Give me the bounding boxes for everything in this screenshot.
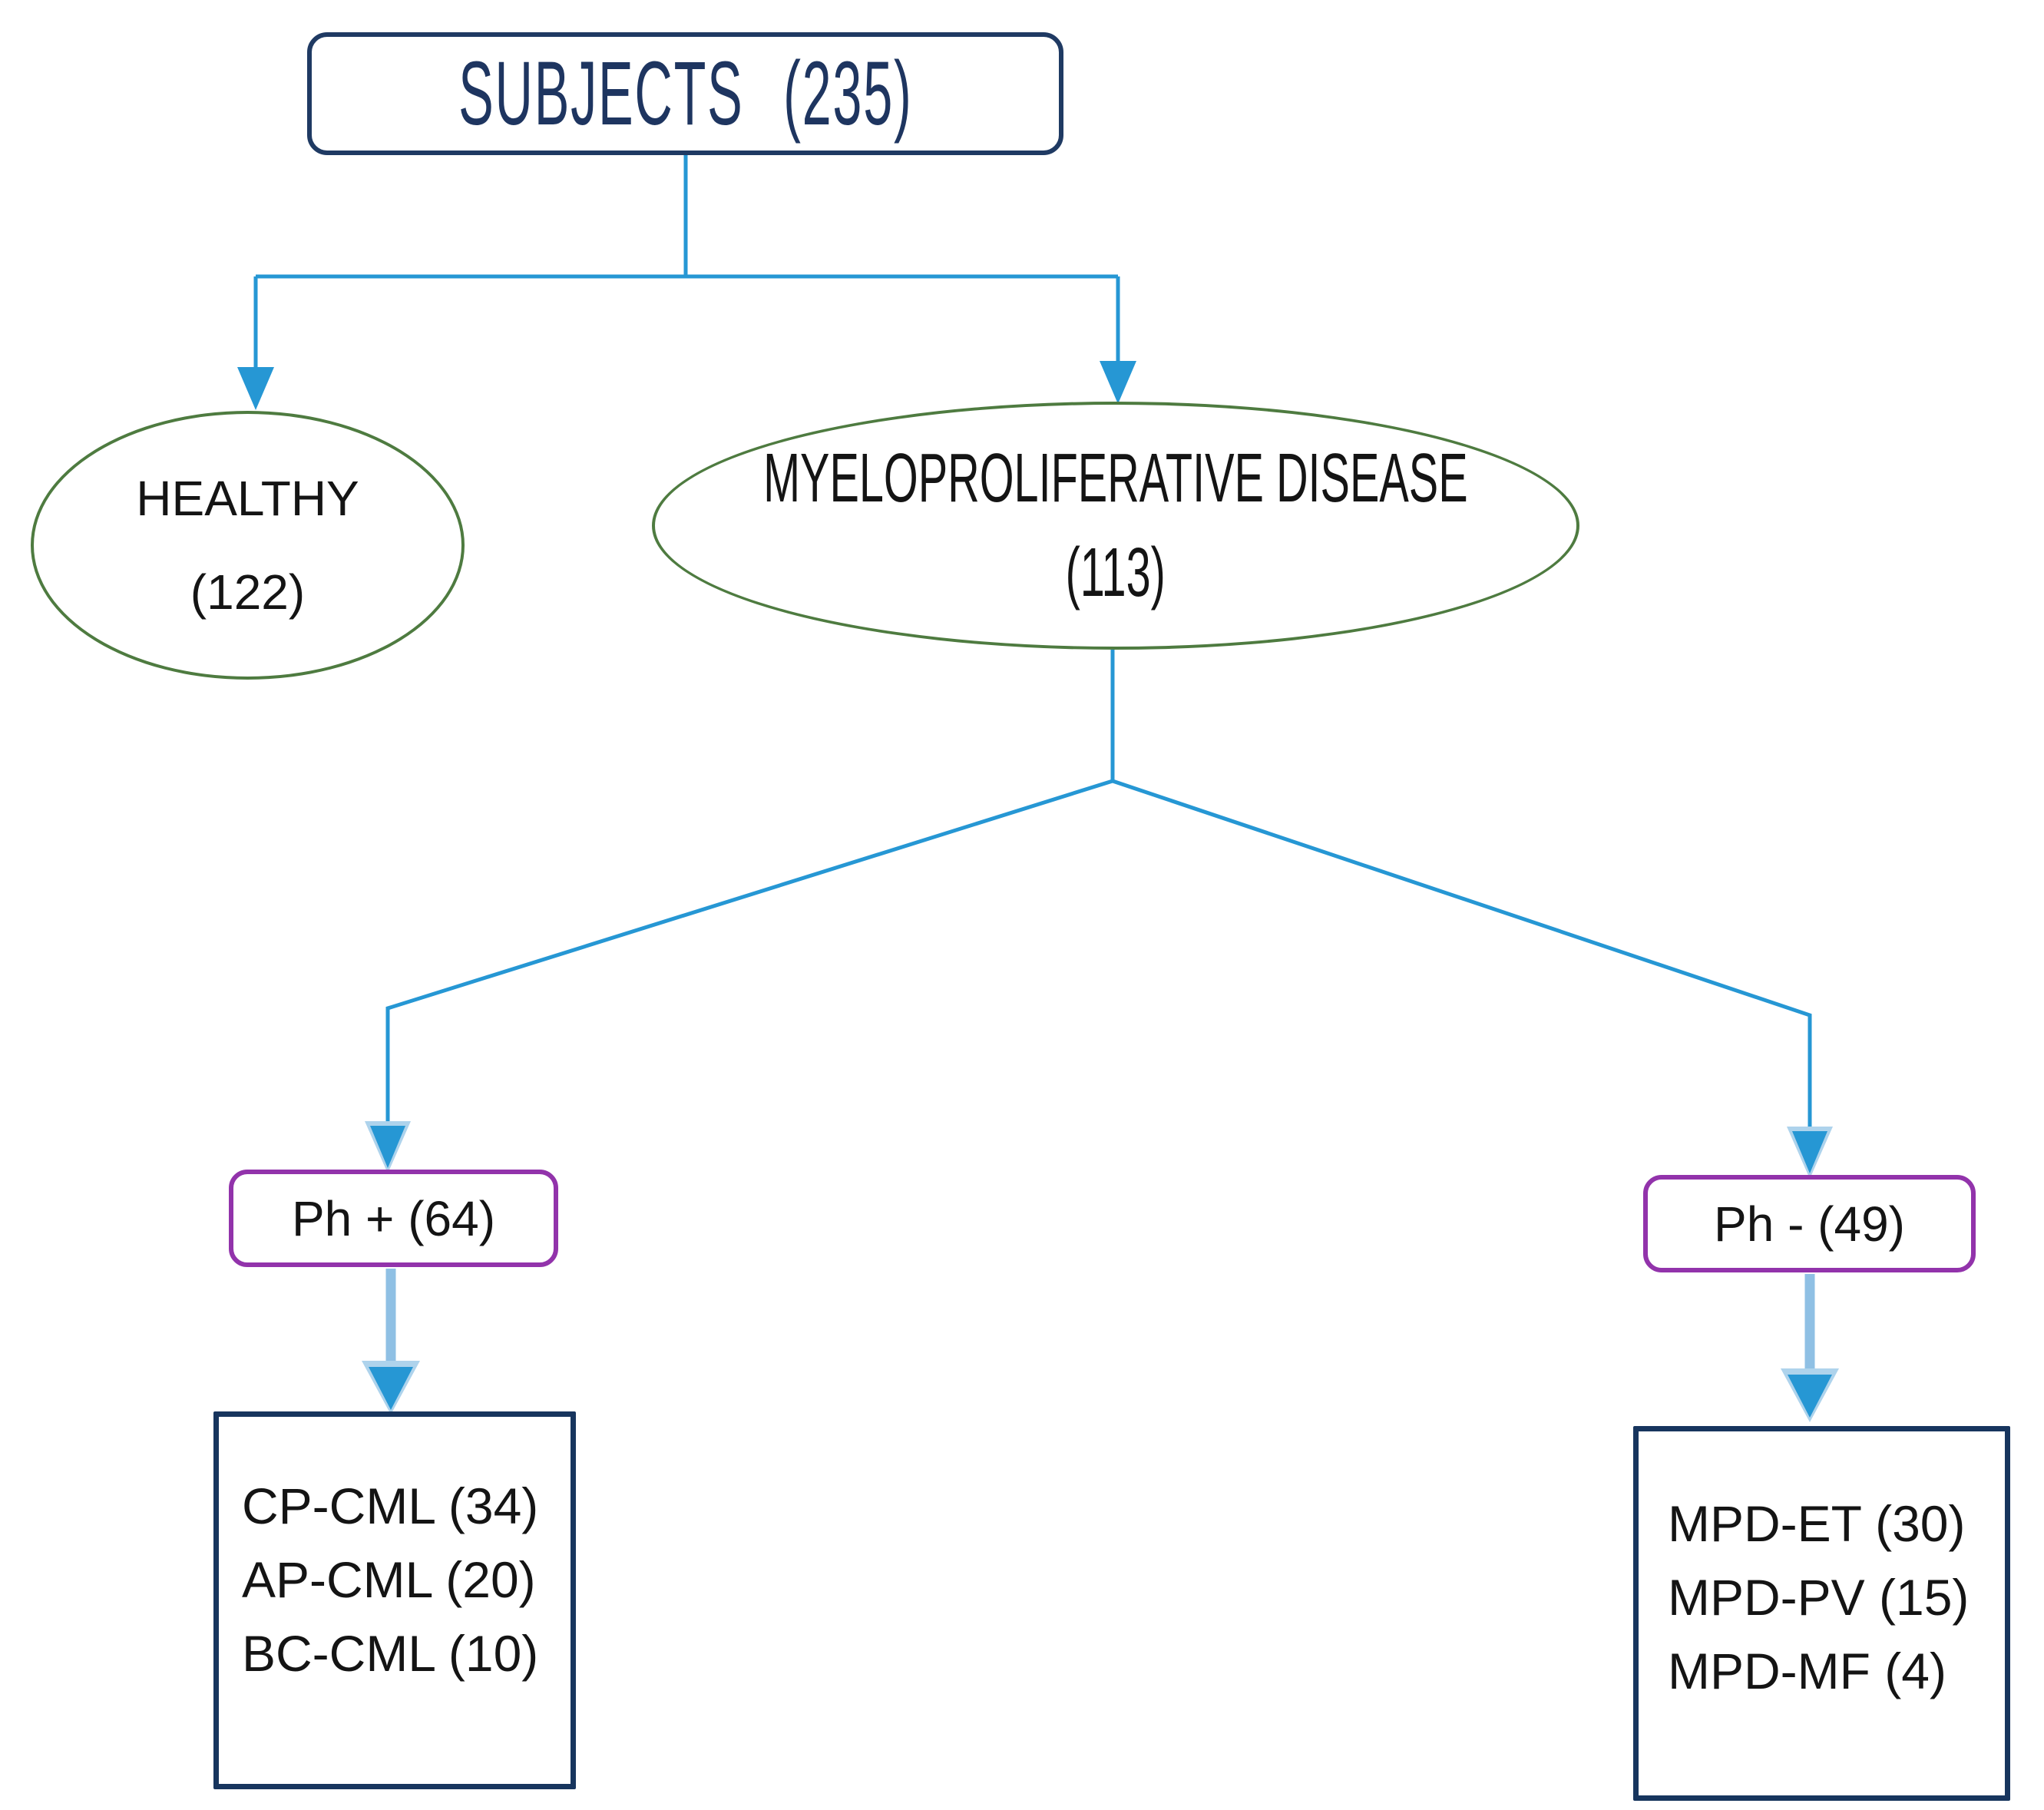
ph-negative-node: Ph - (49) [1643, 1175, 1976, 1272]
subjects-label: SUBJECTS (235) [458, 43, 913, 144]
mpd-label: MYELOPROLIFERATIVE DISEASE [763, 439, 1468, 517]
cml-line-bc: BC-CML (10) [242, 1625, 539, 1682]
arrowhead-to-mpd-icon [1100, 361, 1136, 404]
ph-positive-label: Ph + (64) [291, 1190, 496, 1246]
arrowhead-to-cml-box-icon [369, 1367, 413, 1410]
arrowhead-to-healthy-icon [237, 367, 274, 410]
ph-negative-label: Ph - (49) [1714, 1196, 1905, 1252]
connector-diagonal-ph-positive [385, 779, 1113, 1127]
healthy-count: (122) [190, 564, 306, 620]
mpd-line-pv: MPD-PV (15) [1668, 1569, 1970, 1626]
cml-breakdown-node: CP-CML (34) AP-CML (20) BC-CML (10) [213, 1411, 576, 1789]
subjects-node: SUBJECTS (235) [307, 32, 1063, 155]
healthy-node: HEALTHY (122) [31, 411, 465, 680]
mpd-breakdown-node: MPD-ET (30) MPD-PV (15) MPD-MF (4) [1633, 1426, 2010, 1801]
connector-diagonal-ph-negative [1112, 779, 1812, 1132]
arrowhead-to-mpd-sub-box-icon [1788, 1375, 1832, 1418]
ph-positive-node: Ph + (64) [229, 1170, 558, 1267]
cml-line-ap: AP-CML (20) [242, 1551, 536, 1608]
mpd-line-et: MPD-ET (30) [1668, 1495, 1966, 1552]
healthy-label: HEALTHY [136, 471, 359, 526]
arrowhead-to-ph-positive-icon [370, 1126, 405, 1168]
arrowhead-to-ph-negative-icon [1792, 1131, 1827, 1173]
mpd-count: (113) [1065, 534, 1166, 611]
myeloproliferative-disease-node: MYELOPROLIFERATIVE DISEASE (113) [652, 402, 1579, 650]
mpd-line-mf: MPD-MF (4) [1668, 1643, 1946, 1699]
cml-line-cp: CP-CML (34) [242, 1477, 539, 1534]
